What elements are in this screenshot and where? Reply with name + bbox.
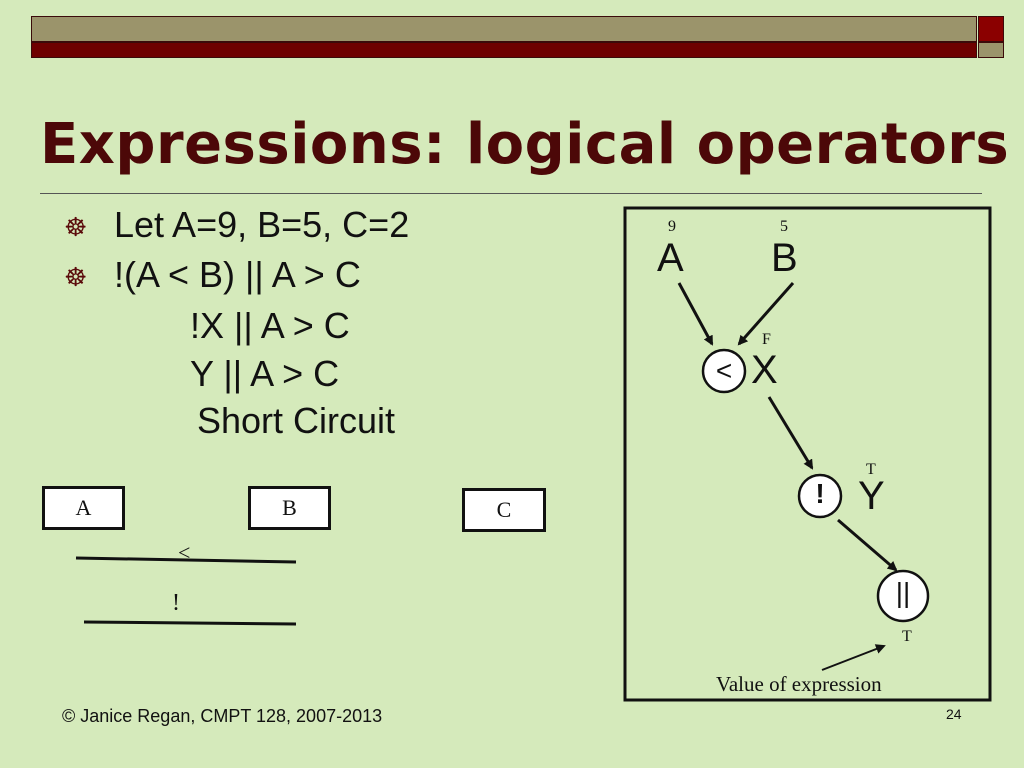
variable-x: X [751,348,778,392]
arrow-caption-to-result [821,644,886,671]
header-bar-tan [31,16,977,42]
bullet-1: Let A=9, B=5, C=2 [114,204,410,245]
box-b: B [248,486,331,530]
node-or-circle [876,569,930,623]
value-b: 5 [780,218,788,235]
value-x: F [762,331,771,348]
box-b-label: B [282,495,297,520]
node-or-symbol: || [895,577,911,608]
box-a-label: A [75,495,92,520]
less-than-line [75,556,297,564]
variable-b: B [771,236,798,280]
continuation-line-1: !X || A > C [190,305,350,346]
value-a: 9 [668,218,676,235]
node-not-symbol: ! [815,478,825,509]
node-lt-symbol: < [715,355,733,386]
not-line [83,620,297,626]
slide-title: Expressions: logical operators [40,112,1010,177]
arrow-x-to-not [767,396,814,470]
title-divider [40,193,982,194]
variable-y: Y [858,474,885,518]
node-lt-circle [701,348,747,394]
header-corner-red [978,16,1004,42]
node-not-circle [797,473,843,519]
value-y: T [866,461,876,478]
arrow-y-to-or [837,518,898,572]
arrow-b-to-lt [737,282,795,346]
value-of-expression-caption: Value of expression [716,672,882,696]
value-result: T [902,628,912,645]
header-bar-red [31,42,977,58]
short-circuit-label: Short Circuit [197,400,396,441]
footer-copyright: © Janice Regan, CMPT 128, 2007-2013 [62,706,383,726]
bullet-2: !(A < B) || A > C [114,254,361,295]
page-number: 24 [946,706,962,722]
box-a: A [42,486,125,530]
ship-wheel-icon: ☸ [64,262,88,292]
box-c-label: C [496,497,512,522]
box-c: C [462,488,546,532]
not-label: ! [172,590,180,616]
variable-a: A [657,236,684,280]
ship-wheel-icon: ☸ [64,212,88,242]
continuation-line-2: Y || A > C [190,353,340,394]
arrow-a-to-lt [677,282,714,346]
tree-frame [623,206,992,702]
header-corner-tan [978,42,1004,58]
